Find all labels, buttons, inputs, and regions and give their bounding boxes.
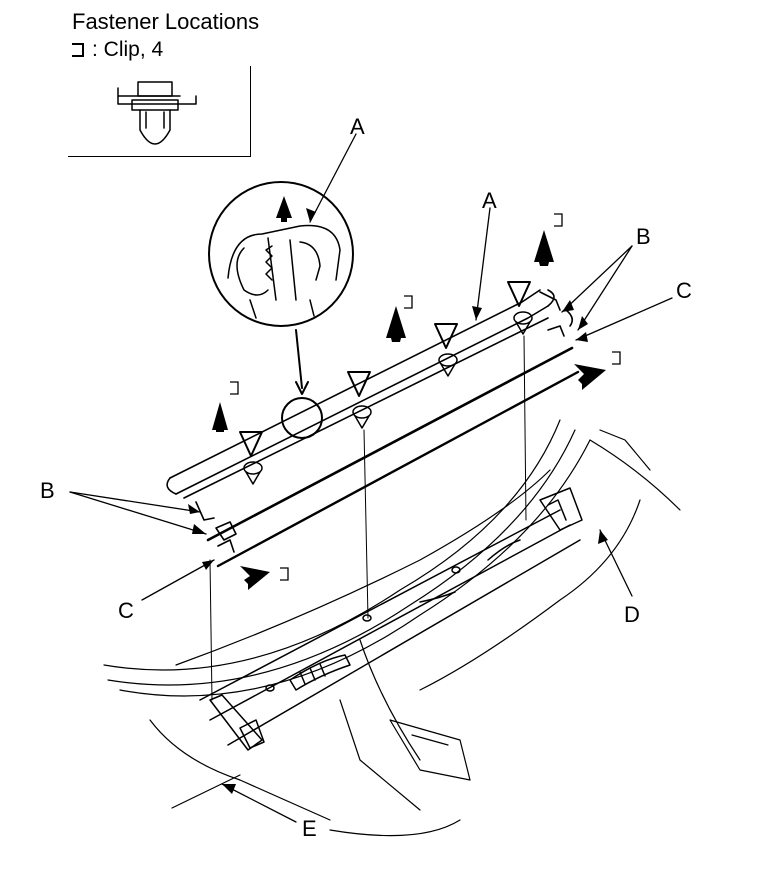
callout-d: D — [624, 602, 640, 627]
callout-arrowheads — [188, 208, 608, 794]
callout-b-left: B — [40, 478, 55, 503]
trim-panel — [166, 289, 580, 568]
legend-frame — [68, 66, 251, 157]
clip-location-triangles — [239, 281, 531, 457]
clip-symbol-icon — [72, 43, 84, 57]
vehicle-body-outline — [103, 419, 681, 837]
legend-title: Fastener Locations — [72, 9, 260, 34]
legend-clip-drawing — [117, 81, 197, 145]
callout-a-detail: A — [350, 114, 365, 139]
callout-a-panel: A — [482, 188, 497, 213]
removal-direction-arrows — [212, 196, 606, 590]
legend-clip-label: : Clip, 4 — [92, 38, 164, 61]
legend-clip-line: : Clip, 4 — [72, 38, 163, 62]
floor-sill-channel — [199, 487, 583, 751]
callout-c-right: C — [676, 278, 692, 303]
callout-c-left: C — [118, 598, 134, 623]
callout-b-right: B — [636, 224, 651, 249]
callout-leaders — [69, 133, 673, 823]
clip-symbol-markers — [230, 213, 621, 581]
detail-magnifier — [208, 181, 354, 439]
panel-clips — [243, 311, 533, 485]
callout-e: E — [302, 816, 317, 841]
alignment-lines — [209, 335, 527, 701]
